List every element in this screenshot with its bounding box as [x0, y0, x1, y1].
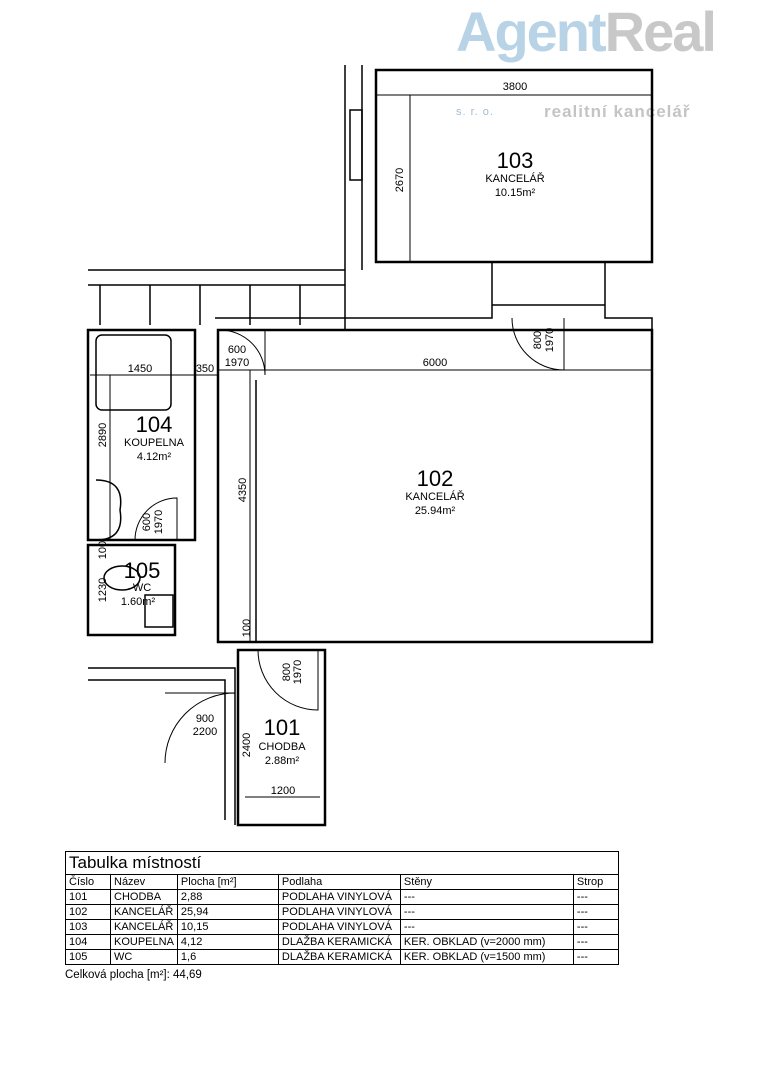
total-area-value: 44,69: [173, 969, 202, 981]
room-102-name: KANCELÁŘ: [405, 490, 464, 503]
room-105-number: 105: [124, 558, 161, 583]
header-cell: Plocha [m²]: [176, 874, 279, 890]
cell: 105: [65, 949, 111, 965]
cell: WC: [110, 949, 178, 965]
dim-6000: 6000: [423, 357, 447, 369]
room-104-number: 104: [136, 412, 173, 437]
cell: ---: [572, 889, 619, 905]
cell: DLAŽBA KERAMICKÁ: [277, 949, 401, 965]
header-cell: Stěny: [399, 874, 574, 890]
cell: ---: [572, 934, 619, 950]
door-height: 2200: [193, 726, 217, 738]
room-101-name: CHODBA: [258, 741, 306, 753]
header-cell: Číslo: [65, 874, 111, 890]
cell: KOUPELNA: [110, 934, 178, 950]
cell: 10,15: [176, 919, 279, 935]
door-height: 1970: [292, 660, 304, 684]
cell: ---: [572, 904, 619, 920]
dim-2890: 2890: [97, 423, 109, 447]
cell: 25,94: [176, 904, 279, 920]
cell: 102: [65, 904, 111, 920]
dim-2670: 2670: [394, 168, 406, 192]
room-105-area: 1.60m²: [121, 596, 156, 608]
total-area: Celková plocha [m²]: 44,69: [65, 969, 619, 981]
table-title: Tabulka místností: [65, 851, 619, 875]
cell: 1,6: [176, 949, 279, 965]
cell: ---: [399, 919, 574, 935]
room-102-area: 25.94m²: [415, 505, 456, 517]
dim-350: 350: [196, 363, 214, 375]
cell: KER. OBKLAD (v=2000 mm): [399, 934, 574, 950]
cell: PODLAHA VINYLOVÁ: [277, 904, 401, 920]
room-103-area: 10.15m²: [495, 187, 536, 199]
dim-3800: 3800: [503, 81, 527, 93]
cell: ---: [572, 919, 619, 935]
door-width: 600: [141, 513, 153, 531]
cell: KER. OBKLAD (v=1500 mm): [399, 949, 574, 965]
cell: 103: [65, 919, 111, 935]
room-103-name: KANCELÁŘ: [485, 172, 544, 185]
cell: ---: [572, 949, 619, 965]
door-width: 800: [532, 331, 544, 349]
floor-plan: 3800 2670 6000 4350 1450 350 2890 1230 1…: [86, 65, 654, 827]
total-area-label: Celková plocha [m²]:: [65, 969, 170, 981]
dim-100-a: 100: [97, 541, 109, 559]
cell: ---: [399, 904, 574, 920]
cell: ---: [399, 889, 574, 905]
dim-1230: 1230: [97, 578, 109, 602]
dim-2400: 2400: [241, 733, 253, 757]
cell: 4,12: [176, 934, 279, 950]
door-width: 600: [228, 344, 246, 356]
header-cell: Strop: [572, 874, 619, 890]
walls: [86, 65, 654, 827]
dim-4350: 4350: [237, 478, 249, 502]
room-104-area: 4.12m²: [137, 451, 172, 463]
table-header-row: Číslo Název Plocha [m²] Podlaha Stěny St…: [65, 874, 619, 890]
door-swings: [134, 317, 565, 764]
door-height: 1970: [153, 510, 165, 534]
cell: PODLAHA VINYLOVÁ: [277, 889, 401, 905]
dimension-lines: [90, 94, 652, 798]
door-height: 1970: [544, 328, 556, 352]
header-cell: Název: [110, 874, 178, 890]
door-height: 1970: [225, 357, 249, 369]
room-101-number: 101: [264, 715, 301, 740]
cell: CHODBA: [110, 889, 178, 905]
room-101-area: 2.88m²: [265, 755, 300, 767]
cell: 2,88: [176, 889, 279, 905]
dim-1200: 1200: [271, 785, 295, 797]
cell: PODLAHA VINYLOVÁ: [277, 919, 401, 935]
room-table: Tabulka místností Číslo Název Plocha [m²…: [65, 851, 619, 965]
room-table-block: Tabulka místností Číslo Název Plocha [m²…: [65, 851, 619, 981]
room-104-name: KOUPELNA: [124, 437, 185, 449]
cell: KANCELÁŘ: [110, 904, 178, 920]
door-width: 800: [281, 663, 293, 681]
room-102-number: 102: [417, 466, 454, 491]
room-105-name: WC: [133, 582, 151, 594]
cell: DLAŽBA KERAMICKÁ: [277, 934, 401, 950]
room-103-number: 103: [497, 148, 534, 173]
cell: 104: [65, 934, 111, 950]
header-cell: Podlaha: [277, 874, 401, 890]
dim-100-b: 100: [241, 619, 253, 637]
dim-1450: 1450: [128, 363, 152, 375]
cell: 101: [65, 889, 111, 905]
door-width: 900: [196, 713, 214, 725]
cell: KANCELÁŘ: [110, 919, 178, 935]
